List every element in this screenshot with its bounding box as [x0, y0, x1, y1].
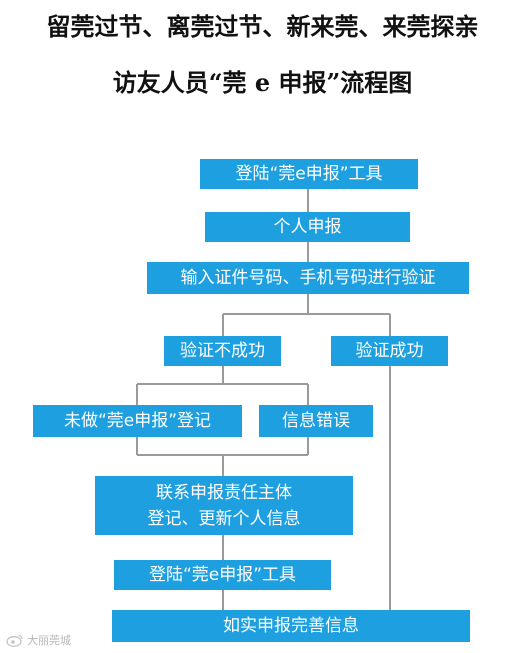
watermark: 大丽莞城 [6, 632, 71, 648]
node-info-error: 信息错误 [259, 405, 373, 437]
node-contact-line2: 登记、更新个人信息 [147, 508, 301, 529]
node-contact-line1: 联系申报责任主体 [156, 482, 292, 503]
node-verify-fail: 验证不成功 [164, 336, 281, 366]
node-input-verify: 输入证件号码、手机号码进行验证 [147, 262, 469, 294]
watermark-text: 大丽莞城 [27, 634, 71, 647]
weibo-icon [6, 634, 23, 647]
node-not-registered: 未做“莞e申报”登记 [33, 405, 242, 437]
node-contact-update: 联系申报责任主体 登记、更新个人信息 [95, 476, 353, 535]
node-truthful-report: 如实申报完善信息 [112, 610, 470, 642]
diagram-title-line1: 留莞过节、离莞过节、新来莞、来莞探亲 [46, 12, 479, 41]
node-personal-report: 个人申报 [205, 212, 410, 242]
node-login-tool: 登陆“莞e申报”工具 [200, 159, 418, 189]
node-verify-success: 验证成功 [331, 336, 448, 366]
diagram-title-line2: 访友人员“莞 e 申报”流程图 [112, 68, 413, 97]
node-login-tool-again: 登陆“莞e申报”工具 [114, 560, 331, 590]
